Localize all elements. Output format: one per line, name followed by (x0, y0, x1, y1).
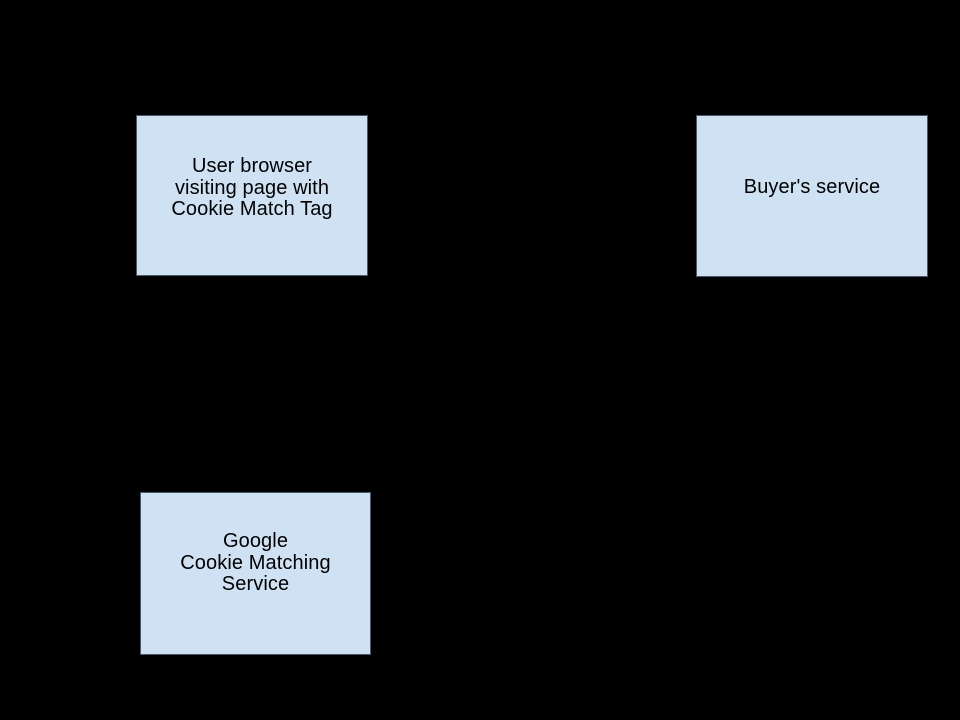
node-text-line: User browser (191, 155, 313, 178)
node-buyers-service: Buyer's service (696, 115, 928, 277)
node-text-line: Cookie Match Tag (171, 198, 333, 221)
node-text-line: Cookie Matching (180, 551, 331, 574)
node-text-line: Google (222, 530, 289, 553)
node-user-browser-label: User browser visiting page with Cookie M… (137, 156, 367, 221)
node-text-line: Service (221, 573, 290, 596)
node-google-cookie-matching-service-label: Google Cookie Matching Service (141, 531, 370, 596)
node-buyers-service-label: Buyer's service (697, 177, 927, 199)
node-text-line: visiting page with (174, 176, 330, 199)
node-user-browser: User browser visiting page with Cookie M… (136, 115, 368, 276)
node-text-line: Buyer's service (743, 176, 881, 199)
node-google-cookie-matching-service: Google Cookie Matching Service (140, 492, 371, 655)
